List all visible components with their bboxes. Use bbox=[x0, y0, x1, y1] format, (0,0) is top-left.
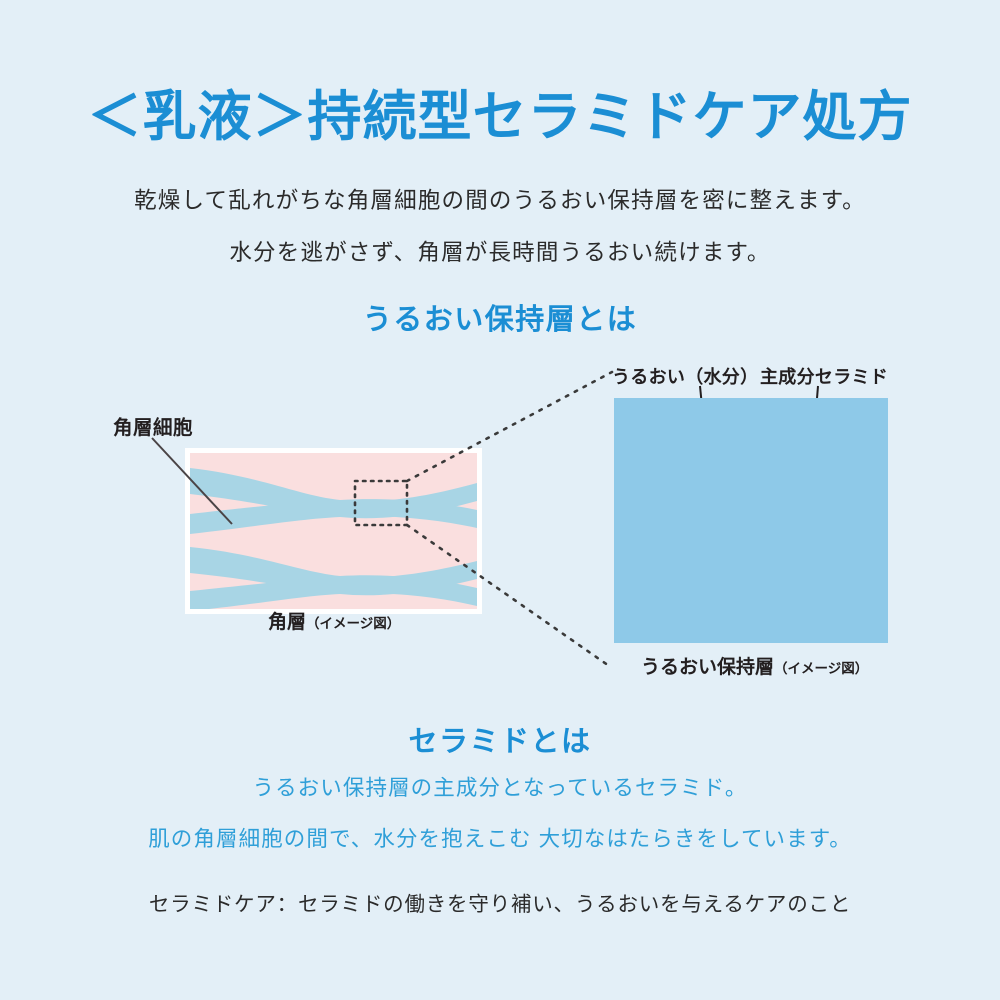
diagram-region: 角層細胞 うるおい（水分） 主成分セラミド 角層（イメージ図） うるおい保持層（… bbox=[0, 350, 1000, 690]
ceramide-care-note: セラミドケア：セラミドの働きを守り補い、うるおいを与えるケアのこと bbox=[148, 893, 852, 916]
section-heading-ceramide: セラミドとは bbox=[408, 726, 592, 758]
pointer-line-cell bbox=[151, 437, 233, 525]
caption-moisture-layer-main: うるおい保持層 bbox=[641, 657, 775, 678]
caption-stratum-corneum-sub: （イメージ図） bbox=[306, 616, 401, 631]
label-ceramide: 主成分セラミド bbox=[760, 367, 889, 387]
caption-stratum-corneum-main: 角層 bbox=[268, 612, 307, 633]
lead-line-2: 水分を逃がさず、角層が長時間うるおい続けます。 bbox=[229, 240, 771, 265]
caption-stratum-corneum: 角層（イメージ図） bbox=[268, 607, 400, 634]
label-corneocyte: 角層細胞 bbox=[113, 417, 194, 439]
connector-line-top bbox=[405, 370, 614, 483]
caption-moisture-layer: うるおい保持層（イメージ図） bbox=[641, 652, 868, 679]
ceramide-line-2: 肌の角層細胞の間で、水分を抱えこむ 大切なはたらきをしています。 bbox=[148, 827, 852, 851]
section-heading-moisture-layer: うるおい保持層とは bbox=[362, 304, 638, 336]
lead-line-1: 乾燥して乱れがちな角層細胞の間のうるおい保持層を密に整えます。 bbox=[134, 188, 866, 213]
lamellar-structure-image bbox=[614, 398, 888, 643]
caption-moisture-layer-sub: （イメージ図） bbox=[774, 661, 869, 676]
label-moisture: うるおい（水分） bbox=[612, 367, 759, 387]
connector-line-bottom bbox=[405, 523, 614, 670]
intercellular-bands bbox=[190, 468, 477, 609]
zoom-selection-box bbox=[353, 479, 409, 527]
stratum-corneum-box bbox=[185, 448, 482, 614]
ceramide-line-1: うるおい保持層の主成分となっているセラミド。 bbox=[252, 776, 748, 800]
page-title: ＜乳液＞持続型セラミドケア処方 bbox=[87, 87, 913, 147]
